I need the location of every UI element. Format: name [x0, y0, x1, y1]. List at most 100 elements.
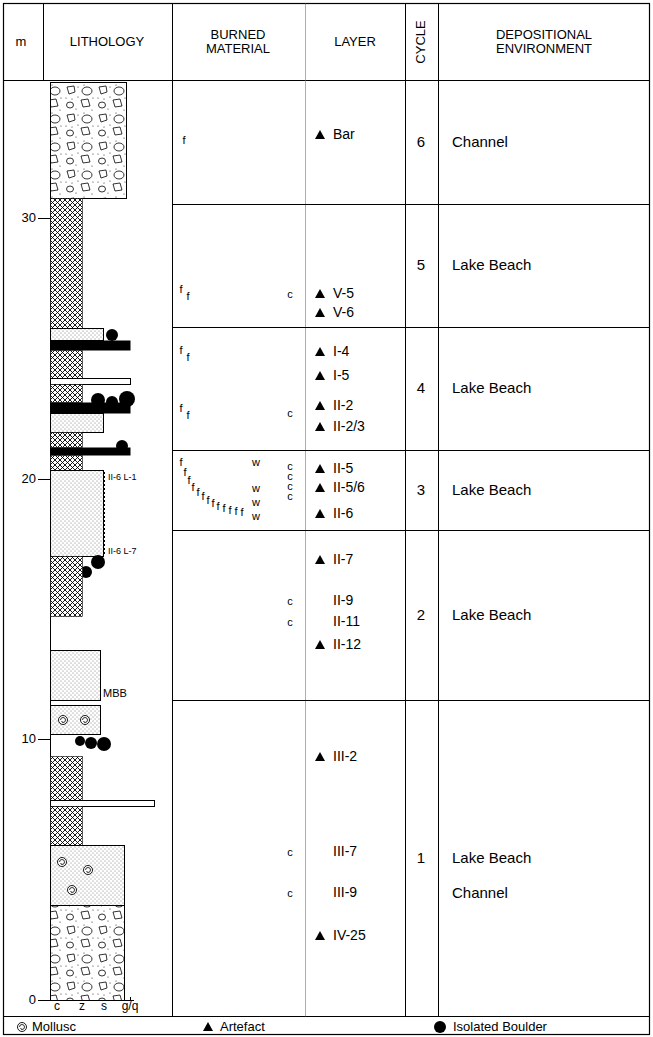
column-rule	[172, 4, 173, 1017]
burned-material-mark: f	[191, 481, 194, 493]
cycle-rule	[173, 450, 650, 451]
depth-tick	[38, 1000, 51, 1001]
burned-material-mark: f	[234, 505, 237, 517]
burned-material-mark: c	[287, 846, 293, 858]
environment-name: Lake Beach	[452, 380, 531, 397]
column-header: CYCLE	[414, 20, 428, 63]
layer-name: II-5	[333, 461, 353, 476]
mollusc-symbol	[59, 716, 68, 725]
boulder	[75, 736, 85, 746]
depth-tick	[38, 739, 51, 740]
burned-material-mark: f	[186, 409, 189, 421]
grain-size-label: z	[79, 1000, 85, 1013]
depth-tick	[38, 218, 51, 219]
burned-material-mark: c	[287, 887, 293, 899]
mollusc-symbol	[58, 858, 67, 867]
burned-material-mark: f	[179, 456, 182, 468]
grain-size-label: c	[54, 1000, 60, 1013]
burned-material-mark: f	[216, 500, 219, 512]
cycle-number: 3	[417, 482, 425, 499]
environment-name: Lake Beach	[452, 607, 531, 624]
boulder	[97, 737, 111, 751]
layer-name: III-9	[333, 885, 357, 900]
artefact-marker	[315, 931, 325, 940]
environment-name: Lake Beach	[452, 482, 531, 499]
burned-material-mark: w	[252, 482, 260, 494]
burned-material-mark: w	[252, 510, 260, 522]
burned-material-mark: c	[287, 407, 293, 419]
burned-material-mark: c	[287, 616, 293, 628]
cycle-number: 2	[417, 607, 425, 624]
cycle-number: 5	[417, 257, 425, 274]
burned-material-mark: f	[183, 466, 186, 478]
burned-material-mark: f	[186, 290, 189, 302]
layer-name: IV-25	[333, 928, 366, 943]
clay-unit	[51, 199, 83, 329]
scale-number: 0	[29, 993, 36, 1007]
mollusc-symbol	[84, 866, 93, 875]
artefact-marker	[315, 752, 325, 761]
environment-name: Channel	[452, 134, 508, 151]
burned-material-mark: f	[179, 283, 182, 295]
burned-material-mark: f	[201, 490, 204, 502]
artefact-marker	[315, 401, 325, 410]
gravel-unit	[51, 83, 127, 199]
clay-unit	[51, 557, 83, 617]
scale-number: 20	[22, 472, 36, 486]
sample-range	[104, 472, 105, 555]
sand-unit	[51, 471, 104, 557]
clay-unit	[51, 351, 83, 379]
layer-name: V-5	[333, 286, 354, 301]
burned-material-mark: f	[240, 506, 243, 518]
burned-material-mark: f	[211, 497, 214, 509]
boulder	[91, 555, 105, 569]
artefact-marker	[315, 130, 325, 139]
layer-name: II-6	[333, 506, 353, 521]
grain-size-label: s	[101, 1000, 107, 1013]
layer-name: II-2	[333, 398, 353, 413]
environment-name: Lake Beach	[452, 257, 531, 274]
cycle-number: 1	[417, 850, 425, 867]
column-header: LITHOLOGY	[70, 35, 144, 49]
artefact-marker	[315, 483, 325, 492]
column-rule	[305, 4, 306, 1017]
artefact-marker	[315, 555, 325, 564]
burned-material-mark: f	[187, 474, 190, 486]
cycle-number: 6	[417, 134, 425, 151]
burned-material-mark: f	[206, 494, 209, 506]
environment-name: Lake Beach	[452, 850, 531, 867]
legend-text: Mollusc	[32, 1020, 76, 1034]
sand-unit	[51, 414, 104, 433]
artefact-marker	[315, 640, 325, 649]
sand-unit	[51, 651, 101, 701]
layer-name: II-5/6	[333, 480, 365, 495]
legend-text: Artefact	[220, 1020, 265, 1034]
artefact-marker	[315, 371, 325, 380]
gravel-unit	[51, 906, 125, 1001]
scale-number: 10	[22, 732, 36, 746]
boulder	[106, 329, 118, 341]
header-rule	[4, 80, 650, 81]
cycle-number: 4	[417, 380, 425, 397]
layer-name: II-2/3	[333, 419, 365, 434]
column-rule	[438, 4, 439, 1017]
burned-material-mark: f	[179, 344, 182, 356]
layer-name: III-7	[333, 844, 357, 859]
legend-text: Isolated Boulder	[453, 1020, 547, 1034]
boulder-bed	[51, 403, 131, 414]
scale-number: 30	[22, 211, 36, 225]
column-header: m	[16, 35, 27, 49]
clay-unit	[51, 385, 83, 403]
layer-name: II-7	[333, 552, 353, 567]
artefact-marker	[315, 464, 325, 473]
burned-material-mark: f	[182, 134, 185, 146]
layer-name: II-9	[333, 593, 353, 608]
layer-name: II-12	[333, 637, 361, 652]
boulder	[91, 393, 105, 407]
cycle-rule	[173, 700, 650, 701]
boulder-bed	[51, 341, 131, 351]
legend-artefact-symbol	[203, 1022, 213, 1031]
burned-material-mark: f	[228, 504, 231, 516]
